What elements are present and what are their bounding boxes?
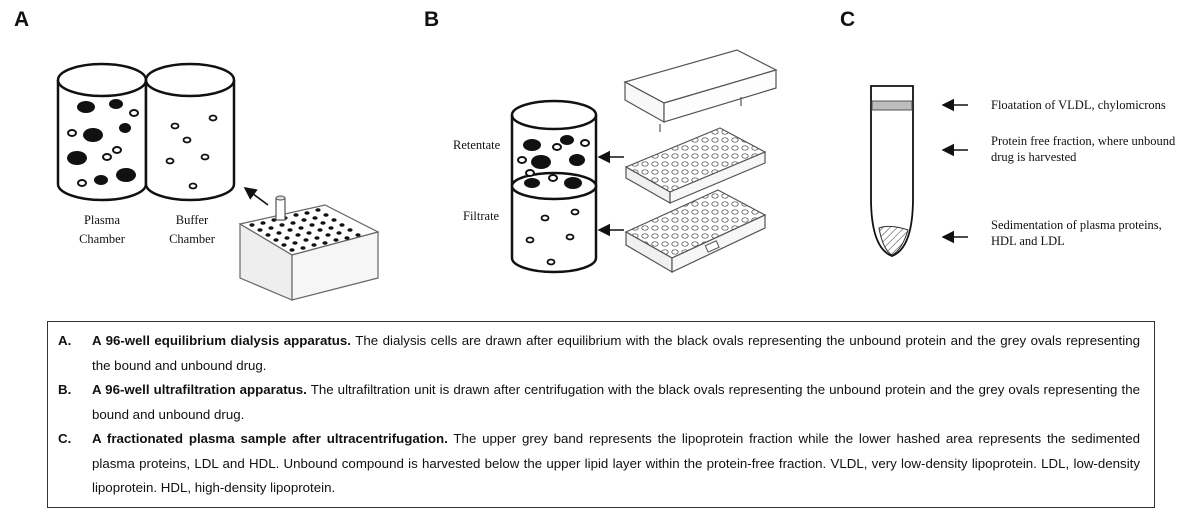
protein-free-label-2: drug is harvested (991, 150, 1077, 164)
buffer-chamber-label-2: Chamber (169, 232, 216, 246)
figure-illustration: Plasma Chamber Buffer Chamber (56, 49, 1176, 301)
plasma-chamber-label-1: Plasma (84, 213, 121, 227)
sediment-label-1: Sedimentation of plasma proteins, (991, 218, 1162, 232)
caption-title-c: A fractionated plasma sample after ultra… (92, 431, 448, 446)
caption-body-b: The ultrafiltration unit is drawn after … (92, 382, 1140, 422)
caption-item-a: A. A 96-well equilibrium dialysis appara… (58, 329, 1140, 378)
panel-a-arrow (243, 187, 269, 206)
buffer-chamber-cylinder (144, 62, 236, 202)
floatation-label: Floatation of VLDL, chylomicrons (991, 98, 1166, 112)
panel-a-letter: A (14, 8, 30, 31)
ultrafiltration-plate-stack (623, 49, 778, 274)
caption-text-a: A 96-well equilibrium dialysis apparatus… (92, 329, 1140, 378)
ultrafiltration-cylinder (510, 99, 598, 274)
panel-c-diagram: Floatation of VLDL, chylomicrons Protein… (870, 85, 1176, 257)
plasma-chamber-cylinder (56, 62, 148, 202)
dialysis-plate (238, 195, 380, 301)
caption-title-b: A 96-well ultrafiltration apparatus. (92, 382, 307, 397)
buffer-chamber-label-1: Buffer (176, 213, 209, 227)
protein-free-label-1: Protein free fraction, where unbound (991, 134, 1176, 148)
lipoprotein-band (871, 100, 913, 111)
plasma-chamber-label-2: Chamber (79, 232, 126, 246)
panel-b-letter: B (424, 8, 440, 31)
panel-b-diagram: Retentate Filtrate (453, 49, 778, 274)
sediment-label-2: HDL and LDL (991, 234, 1065, 248)
filtrate-label: Filtrate (463, 209, 500, 223)
caption-body-c: The upper grey band represents the lipop… (92, 431, 1140, 495)
sediment-hatched-area (878, 225, 909, 256)
caption-item-c: C. A fractionated plasma sample after ul… (58, 427, 1140, 501)
caption-letter-c: C. (58, 431, 72, 446)
caption-title-a: A 96-well equilibrium dialysis apparatus… (92, 333, 351, 348)
figure-caption: A. A 96-well equilibrium dialysis appara… (47, 321, 1155, 508)
panel-a-diagram: Plasma Chamber Buffer Chamber (56, 62, 380, 301)
caption-body-a: The dialysis cells are drawn after equil… (92, 333, 1140, 373)
caption-letter-a: A. (58, 333, 72, 348)
centrifuge-tube (870, 85, 914, 257)
caption-text-c: A fractionated plasma sample after ultra… (92, 427, 1140, 501)
panel-c-letter: C (840, 8, 856, 31)
caption-item-b: B. A 96-well ultrafiltration apparatus. … (58, 378, 1140, 427)
retentate-label: Retentate (453, 138, 501, 152)
caption-letter-b: B. (58, 382, 72, 397)
caption-text-b: A 96-well ultrafiltration apparatus. The… (92, 378, 1140, 427)
